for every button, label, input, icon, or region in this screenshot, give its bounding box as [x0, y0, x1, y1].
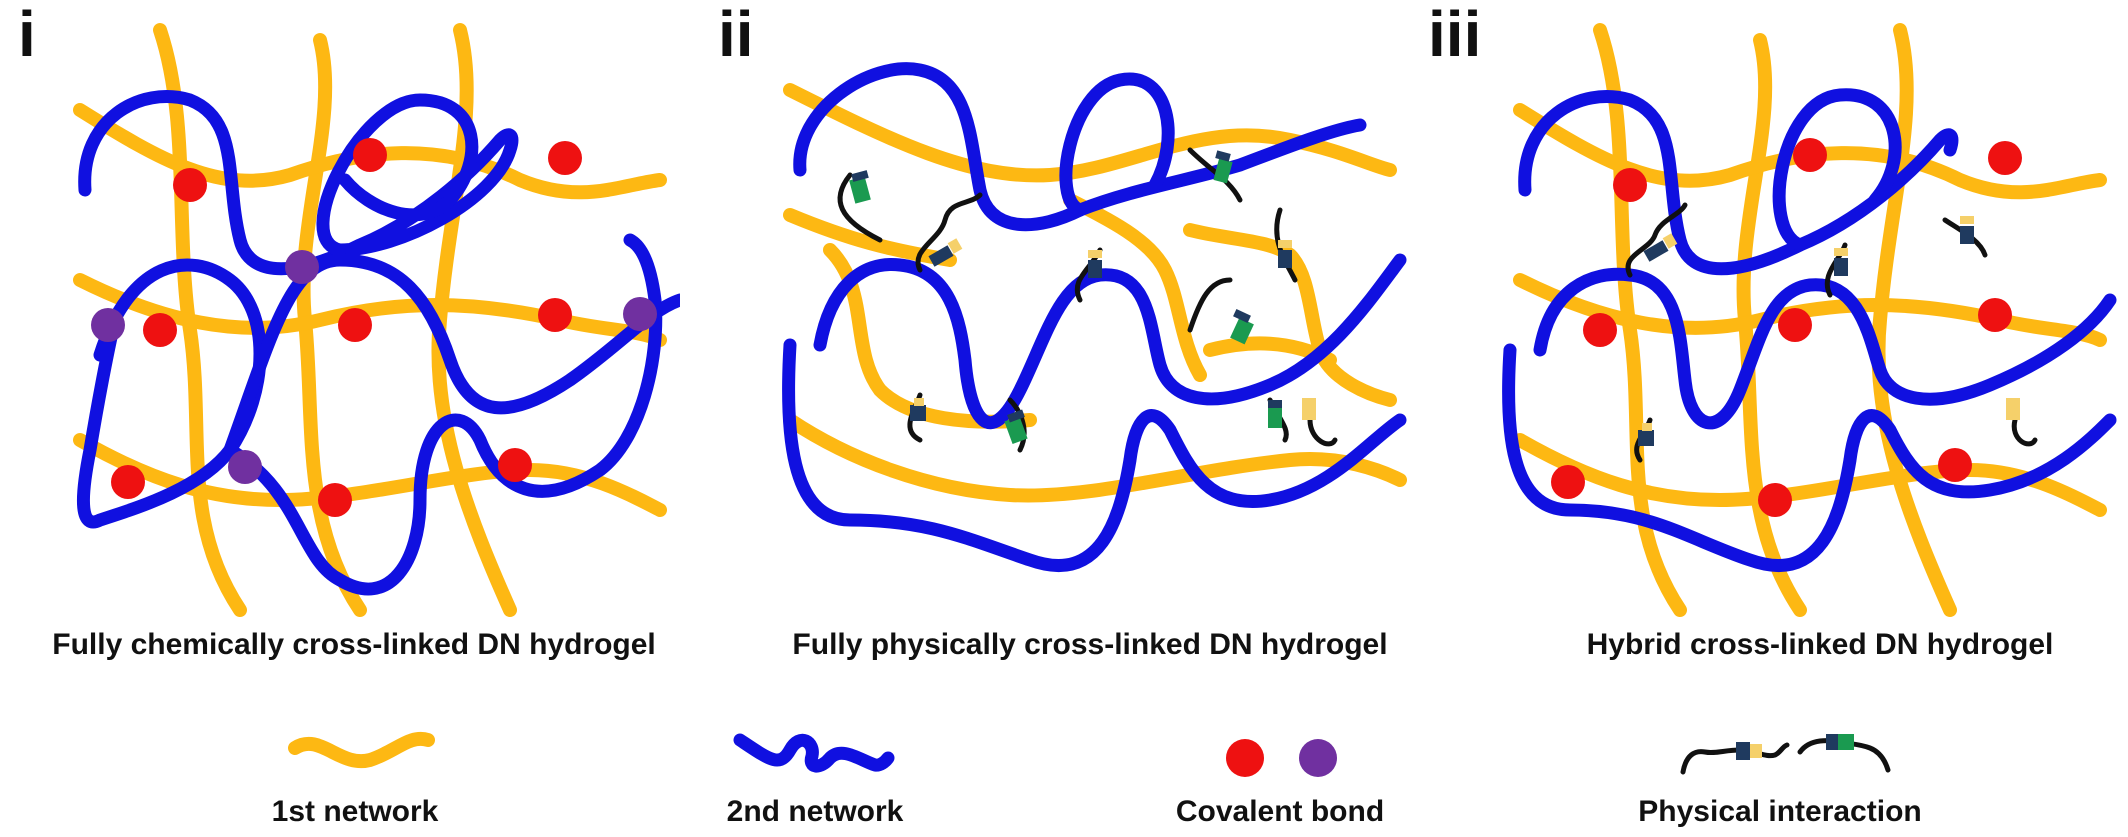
first-network-chains: [783, 83, 1407, 503]
panel-label-ii: ii: [718, 0, 754, 70]
legend-symbols: [288, 731, 1891, 777]
legend-covalent-bond-purple-icon: [1299, 739, 1337, 777]
legend-covalent-bond-label: Covalent bond: [1175, 795, 1385, 828]
legend-covalent-bond-red-icon: [1226, 739, 1264, 777]
legend-physical-interaction-icon: [1680, 734, 1891, 775]
second-network-chains: [1502, 88, 2117, 572]
physical-interaction-blocks: [1638, 216, 2020, 446]
caption-panel-iii: Hybrid cross-linked DN hydrogel: [1586, 628, 2054, 661]
second-network-chains: [782, 62, 1407, 572]
panel-iii-diagram: [1502, 23, 2117, 617]
panel-label-iii: iii: [1428, 0, 1482, 70]
legend-first-network-label: 1st network: [271, 795, 439, 828]
legend-second-network-icon: [733, 733, 895, 773]
covalent-bonds-first-network: [111, 138, 582, 517]
second-network-chains: [77, 90, 680, 596]
panel-ii-diagram: [782, 62, 1407, 572]
caption-panel-ii: Fully physically cross-linked DN hydroge…: [792, 628, 1388, 661]
covalent-bonds-first-network: [1551, 138, 2022, 517]
caption-panel-i: Fully chemically cross-linked DN hydroge…: [52, 628, 656, 661]
panel-i-diagram: [73, 23, 680, 617]
covalent-bonds-second-network: [91, 250, 657, 484]
legend-physical-interaction-label: Physical interaction: [1638, 795, 1922, 828]
legend-second-network-label: 2nd network: [726, 795, 904, 828]
panel-label-i: i: [18, 0, 36, 70]
physical-interaction-blocks: [849, 150, 1316, 445]
legend-first-network-icon: [288, 731, 435, 769]
